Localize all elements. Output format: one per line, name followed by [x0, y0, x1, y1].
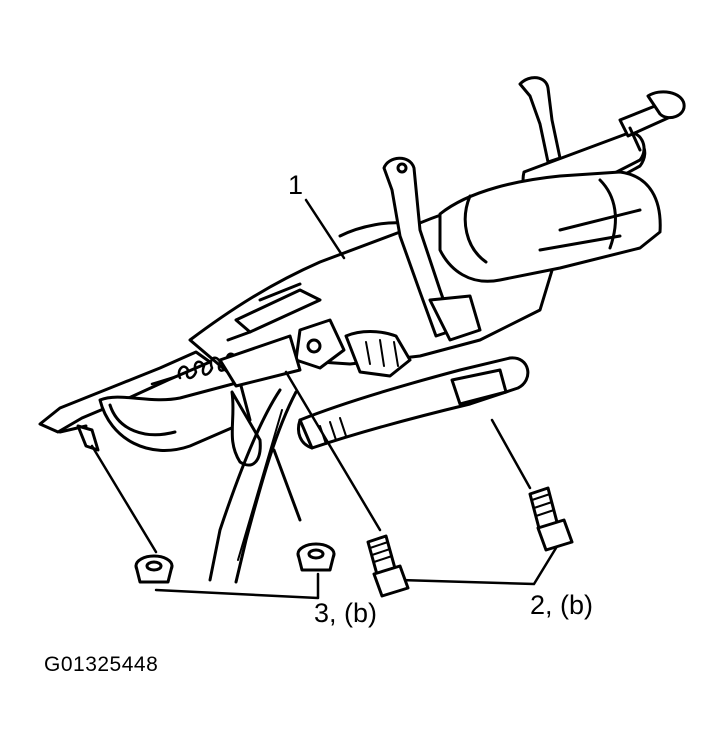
bolt-right: [528, 486, 574, 552]
leader-lines: [90, 198, 558, 600]
callout-item-2: 2, (b): [530, 590, 594, 620]
nut-left: [134, 554, 174, 584]
callout-item-3: 3, (b): [314, 598, 378, 628]
wire-harness: [208, 388, 302, 584]
center-bracket: [382, 156, 482, 342]
tilt-lever: [518, 76, 562, 164]
switch-housing: [438, 170, 662, 283]
connector-assembly: [218, 318, 412, 388]
lower-column-housing: [98, 380, 262, 467]
callout-item-1: 1: [288, 170, 304, 200]
mounting-flange: [38, 350, 212, 452]
lower-cross-member: [297, 356, 530, 450]
nut-right: [296, 542, 336, 572]
bolt-left: [366, 534, 410, 598]
figure-code: G01325448: [44, 653, 159, 676]
